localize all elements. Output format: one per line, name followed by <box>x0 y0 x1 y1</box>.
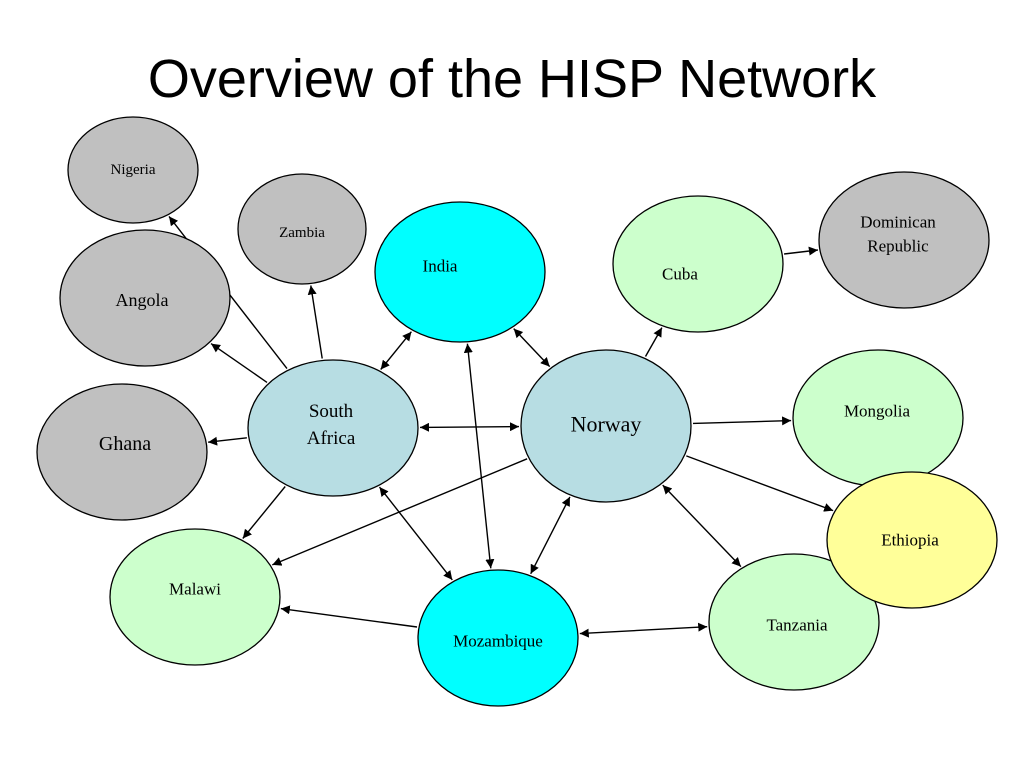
node-nigeria-label: Nigeria <box>111 162 156 178</box>
node-mozambique: Mozambique <box>417 569 579 707</box>
node-nigeria: Nigeria <box>67 116 199 224</box>
node-tanzania: Tanzania <box>708 553 880 691</box>
node-ethiopia: Ethiopia <box>826 471 998 609</box>
node-india-shape <box>374 201 546 343</box>
node-angola: Angola <box>59 229 231 367</box>
node-ghana: Ghana <box>36 383 208 521</box>
edge-norway-to-mongolia <box>692 416 792 426</box>
edge-south-africa-to-norway <box>419 422 520 432</box>
node-cuba-label: Cuba <box>662 265 698 284</box>
edge-south-africa-to-angola <box>210 343 268 383</box>
node-south-africa-label: South <box>309 401 354 422</box>
node-dominican-republic-label: Dominican <box>860 213 936 232</box>
edge-norway-to-mozambique <box>530 496 571 575</box>
node-nigeria-shape <box>67 116 199 224</box>
node-zambia-shape <box>237 173 367 285</box>
node-ghana-shape <box>36 383 208 521</box>
node-ethiopia-label: Ethiopia <box>881 531 939 550</box>
edge-south-africa-to-mozambique <box>378 486 453 581</box>
edge-south-africa-to-india <box>380 331 412 370</box>
edge-mozambique-to-malawi <box>280 605 418 628</box>
edge-norway-to-tanzania <box>662 484 742 568</box>
node-malawi-shape <box>109 528 281 666</box>
node-malawi-label: Malawi <box>169 580 221 599</box>
node-norway-shape <box>520 349 692 503</box>
edge-norway-to-malawi <box>272 458 528 566</box>
node-cuba: Cuba <box>612 195 784 333</box>
page-title: Overview of the HISP Network <box>147 49 877 109</box>
edge-mozambique-to-tanzania <box>579 622 708 638</box>
node-india-label: India <box>423 257 458 276</box>
edge-india-to-norway <box>513 328 551 368</box>
edge-south-africa-to-malawi <box>242 486 286 539</box>
edges-layer <box>168 215 834 638</box>
node-india: India <box>374 201 546 343</box>
node-tanzania-shape <box>708 553 880 691</box>
node-zambia-label: Zambia <box>279 225 325 241</box>
node-malawi: Malawi <box>109 528 281 666</box>
edge-norway-to-cuba <box>644 327 663 357</box>
node-angola-label: Angola <box>116 290 169 310</box>
node-mozambique-label: Mozambique <box>453 632 543 651</box>
edge-cuba-to-dominican-republic <box>784 246 818 256</box>
edge-norway-to-ethiopia <box>686 455 834 512</box>
node-mozambique-shape <box>417 569 579 707</box>
node-norway-label: Norway <box>571 412 642 437</box>
node-norway: Norway <box>520 349 692 503</box>
node-south-africa-label: Africa <box>307 428 356 449</box>
node-tanzania-label: Tanzania <box>766 616 828 635</box>
node-ethiopia-shape <box>826 471 998 609</box>
node-mongolia-label: Mongolia <box>844 402 911 421</box>
node-south-africa-shape <box>247 359 419 497</box>
node-dominican-republic-shape <box>818 171 990 309</box>
edge-india-to-mozambique <box>463 343 495 569</box>
node-zambia: Zambia <box>237 173 367 285</box>
node-cuba-shape <box>612 195 784 333</box>
edge-south-africa-to-ghana <box>208 436 247 446</box>
node-dominican-republic-label: Republic <box>867 237 929 256</box>
node-mongolia: Mongolia <box>792 349 964 487</box>
node-ghana-label: Ghana <box>99 433 151 455</box>
node-angola-shape <box>59 229 231 367</box>
edge-south-africa-to-zambia <box>307 285 323 359</box>
